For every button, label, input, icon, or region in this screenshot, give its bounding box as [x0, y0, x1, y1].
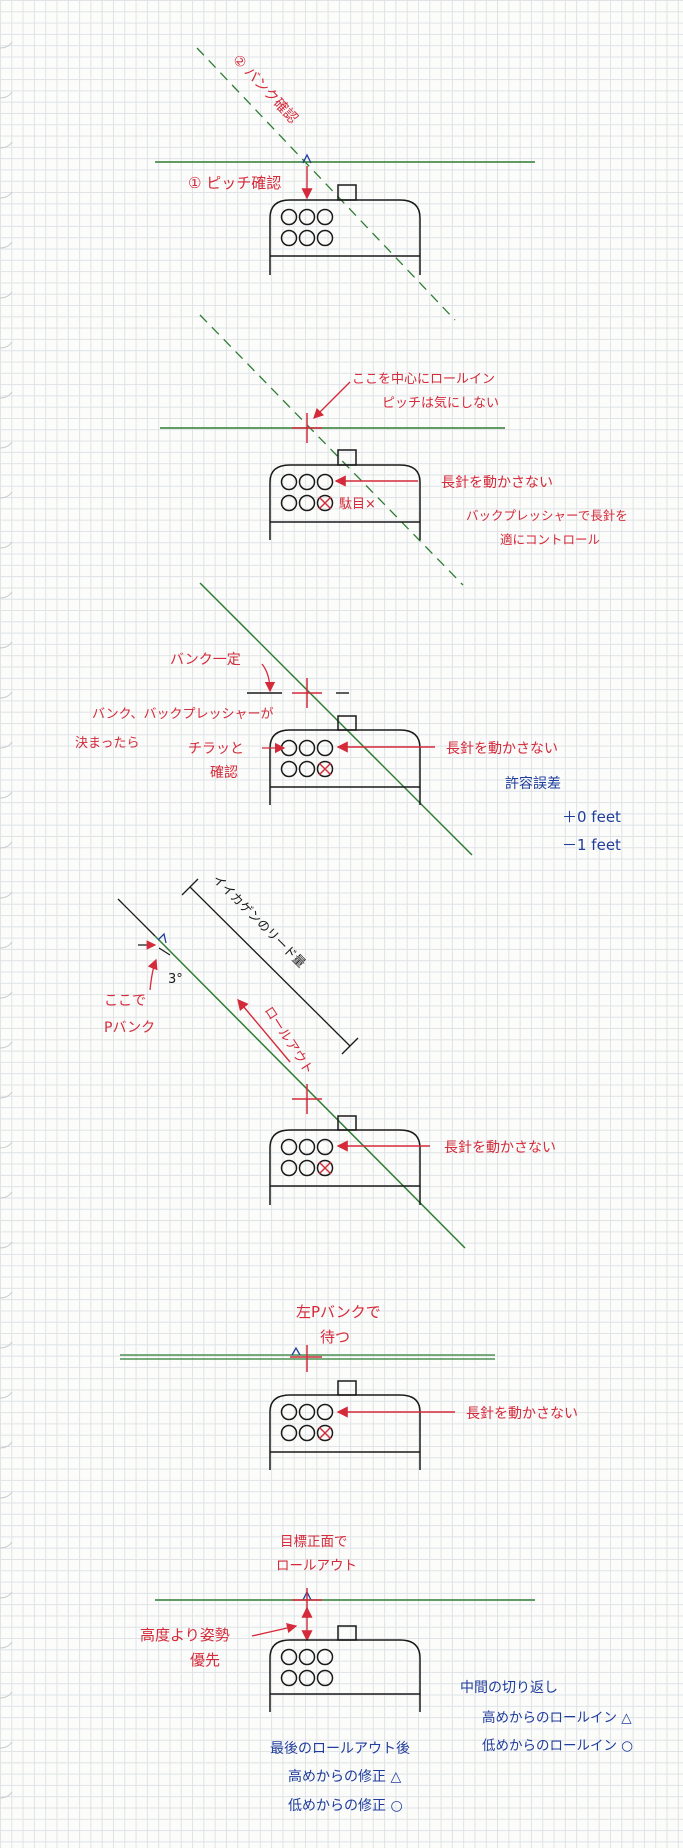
cockpit-panel — [269, 715, 421, 805]
glance-note-1: チラッと — [188, 741, 244, 757]
cross-out-mark — [318, 762, 332, 776]
cockpit-panel — [269, 449, 421, 540]
panel-3: バンク一定 バンク、バックプレッシャーが 決まったら チラッと 確認 長針を動か… — [75, 582, 621, 856]
back-pressure-note-2: 適にコントロール — [500, 532, 600, 547]
aircraft-symbol — [291, 1346, 301, 1356]
aircraft-cross — [292, 1084, 322, 1114]
degree-label: 3° — [168, 972, 183, 987]
here-label-1: ここで — [104, 993, 146, 1009]
roll-out-label-2: ロールアウト — [276, 1558, 357, 1574]
binder-holes — [0, 41, 13, 1799]
cross-out-mark — [318, 1426, 332, 1440]
roll-out-label-1: 目標正面で — [280, 1534, 348, 1550]
attitude-arrow — [251, 1622, 298, 1637]
cross-out-mark — [318, 1161, 332, 1175]
midway-title: 中間の切り返し — [460, 1680, 558, 1696]
attitude-note-2: 優先 — [190, 1651, 220, 1669]
wait-label-2: 待つ — [320, 1328, 350, 1346]
tolerance-minus: －1 feet — [562, 836, 621, 854]
cockpit-panel — [269, 184, 421, 275]
aircraft-symbol — [157, 932, 167, 944]
cross-out-mark — [318, 496, 332, 510]
cockpit-panel — [269, 1380, 421, 1470]
back-pressure-note-1: バックプレッシャーで長針を — [466, 508, 628, 523]
bank-check-label: ② バンク確認 — [229, 52, 301, 127]
tolerance-title: 許容誤差 — [505, 775, 561, 792]
bank-back-note-1: バンク、バックプレッシャーが — [92, 707, 273, 722]
pitch-check-label: ① ピッチ確認 — [188, 174, 281, 192]
after-roll-out-high: 高めからの修正 △ — [288, 1768, 401, 1785]
bank-reference-dashed — [199, 314, 464, 586]
aircraft-cross — [292, 678, 322, 708]
panel-6: 目標正面で ロールアウト 高度より姿勢 優先 最後のロールアウト後 高めからの修… — [140, 1534, 633, 1814]
tolerance-plus: ＋0 feet — [562, 808, 621, 826]
after-roll-out-title: 最後のロールアウト後 — [270, 1741, 410, 1757]
needle-note: 長針を動かさない — [444, 1140, 556, 1156]
panel-4: イイカゲンのリード量 ロールアウト 3° ここで Pバンク 長針を動かさない — [104, 872, 556, 1249]
cockpit-panel — [269, 1625, 421, 1712]
here-label-2: Pバンク — [104, 1020, 155, 1036]
needle-note: 長針を動かさない — [466, 1406, 578, 1422]
panel-2: ここを中心にロールイン ピッチは気にしない 長針を動かさない 駄目× バックプレ… — [160, 314, 628, 586]
midway-high: 高めからのロールイン △ — [482, 1709, 632, 1726]
center-note-2: ピッチは気にしない — [382, 395, 499, 411]
here-arrow — [147, 958, 158, 991]
degree-arrows — [138, 940, 171, 956]
bank-back-note-2: 決まったら — [75, 736, 139, 751]
bank-reference-line — [199, 582, 473, 856]
wait-label-1: 左Pバンクで — [296, 1303, 381, 1321]
midway-low: 低めからのロールイン ○ — [482, 1738, 633, 1754]
bank-reference-line — [154, 935, 466, 1249]
lead-dimension — [181, 878, 359, 1055]
bank-constant-label: バンク一定 — [170, 652, 241, 668]
attitude-note-1: 高度より姿勢 — [140, 1626, 230, 1644]
bank-constant-arrow — [261, 663, 276, 693]
aircraft-cross — [290, 1345, 322, 1372]
after-roll-out-low: 低めからの修正 ○ — [288, 1798, 403, 1814]
roll-out-arrow — [237, 998, 291, 1063]
instrument-note: 駄目× — [339, 497, 376, 512]
panel-5: 左Pバンクで 待つ 長針を動かさない — [120, 1303, 578, 1470]
aircraft-cross — [292, 413, 322, 443]
needle-note: 長針を動かさない — [441, 475, 553, 491]
roll-out-label: ロールアウト — [261, 1004, 316, 1078]
center-note-1: ここを中心にロールイン — [352, 372, 495, 387]
center-note-arrow — [313, 381, 351, 419]
glance-note-2: 確認 — [210, 765, 238, 781]
cockpit-panel — [269, 1115, 421, 1205]
panel-1: ② バンク確認 ① ピッチ確認 — [155, 47, 535, 321]
bank-reference-dashed — [196, 47, 456, 321]
needle-note: 長針を動かさない — [446, 741, 558, 757]
aircraft-symbol — [302, 153, 312, 164]
reference-line-extension — [117, 898, 156, 937]
